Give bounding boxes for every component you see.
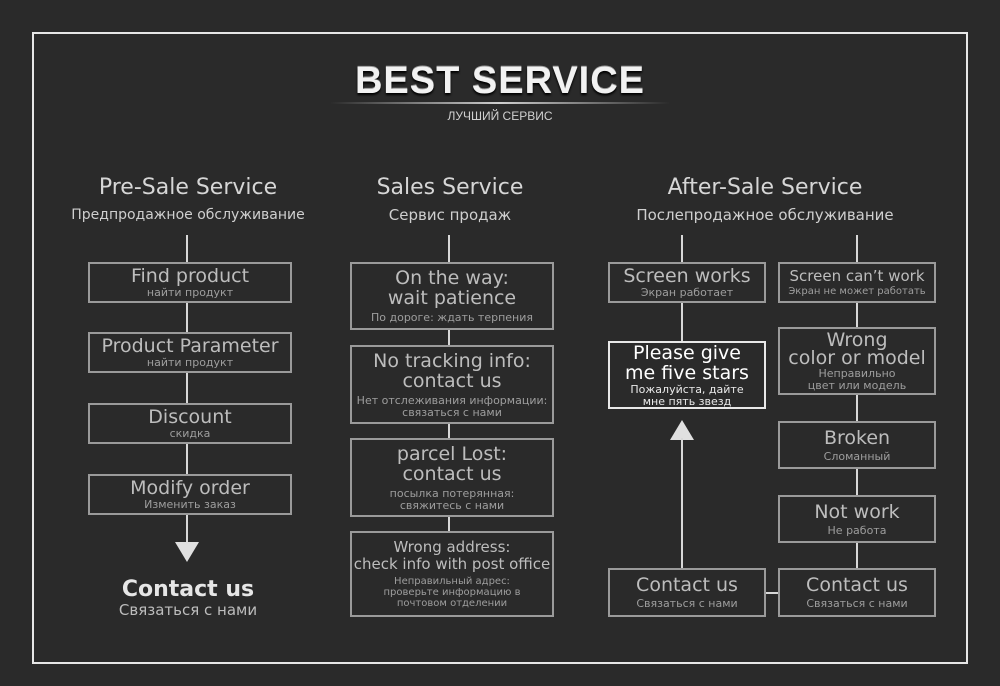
aftersale-right-contact-us: Contact us Связаться с нами	[778, 568, 936, 617]
aftersale-connector	[681, 303, 683, 342]
aftersale-five-stars: Please give me five stars Пожалуйста, да…	[608, 341, 766, 409]
aftersale-connector	[856, 303, 858, 328]
aftersale-connector	[856, 543, 858, 569]
presale-connector	[186, 373, 188, 404]
item-label: Contact us	[636, 574, 738, 596]
presale-step-find-product: Find product найти продукт	[88, 262, 292, 303]
item-label-ru: Неправильно цвет или модель	[807, 366, 907, 392]
presale-step-discount: Discount скидка	[88, 403, 292, 444]
sales-item-no-tracking: No tracking info: contact us Нет отслежи…	[350, 345, 554, 424]
outer-frame	[32, 32, 968, 664]
aftersale-wrong-color: Wrong color or model Неправильно цвет ил…	[778, 327, 936, 395]
item-label: No tracking info: contact us	[373, 349, 531, 392]
aftersale-subtitle: Послепродажное обслуживание	[636, 206, 894, 224]
presale-step-product-parameter: Product Parameter найти продукт	[88, 332, 292, 373]
main-subtitle: ЛУЧШИЙ СЕРВИС	[447, 109, 553, 123]
item-label: Please give me five stars	[625, 341, 749, 384]
aftersale-connector	[856, 469, 858, 496]
item-label-ru: Неправильный адрес: проверьте информацию…	[383, 576, 521, 609]
item-label: Screen can’t work	[789, 267, 925, 285]
aftersale-not-work: Not work Не работа	[778, 495, 936, 543]
aftersale-broken: Broken Сломанный	[778, 421, 936, 469]
item-label: On the way: wait patience	[387, 267, 517, 309]
presale-connector	[186, 235, 188, 263]
sales-connector	[448, 330, 450, 346]
item-label: Wrong address: check info with post offi…	[353, 538, 551, 573]
item-label-ru: По дороге: ждать терпения	[370, 311, 533, 324]
presale-connector	[186, 515, 188, 542]
sales-connector	[448, 235, 450, 263]
presale-contact-us: Contact us	[121, 577, 255, 602]
sales-subtitle: Сервис продаж	[388, 206, 512, 224]
item-label-ru: Связаться с нами	[806, 597, 908, 610]
item-label: Not work	[814, 500, 900, 523]
step-label: Modify order	[130, 477, 250, 499]
presale-subtitle: Предпродажное обслуживание	[71, 207, 305, 223]
aftersale-title: After-Sale Service	[667, 175, 863, 200]
sales-item-wrong-address: Wrong address: check info with post offi…	[350, 531, 554, 617]
aftersale-connector	[681, 235, 683, 263]
main-title: BEST SERVICE	[354, 60, 646, 102]
presale-connector	[186, 303, 188, 333]
item-label-ru: Сломанный	[823, 449, 891, 463]
sales-title: Sales Service	[376, 175, 524, 200]
sales-item-parcel-lost: parcel Lost: contact us посылка потерянн…	[350, 438, 554, 517]
arrow-down-icon	[175, 542, 199, 562]
title-underline	[330, 102, 670, 104]
arrow-up-icon	[670, 420, 694, 440]
item-label-ru: Пожалуйста, дайте мне пять звезд	[630, 382, 744, 408]
item-label-ru: Связаться с нами	[636, 597, 738, 610]
sales-connector	[448, 517, 450, 532]
item-label-ru: Не работа	[827, 523, 887, 537]
item-label: Contact us	[806, 574, 908, 596]
presale-step-modify-order: Modify order Изменить заказ	[88, 474, 292, 515]
aftersale-screen-cant-work: Screen can’t work Экран не может работат…	[778, 262, 936, 303]
aftersale-connector	[856, 235, 858, 263]
aftersale-screen-works: Screen works Экран работает	[608, 262, 766, 303]
step-label: Find product	[130, 265, 250, 287]
presale-contact-us-ru: Связаться с нами	[118, 601, 258, 619]
aftersale-left-contact-us: Contact us Связаться с нами	[608, 568, 766, 617]
step-label: Discount	[148, 406, 232, 428]
aftersale-connector	[766, 592, 778, 594]
item-label-ru: Экран работает	[640, 286, 734, 299]
aftersale-connector	[681, 438, 683, 569]
step-label-ru: скидка	[169, 427, 211, 440]
item-label-ru: Экран не может работать	[788, 286, 926, 297]
item-label-ru: посылка потерянная: свяжитесь с нами	[389, 486, 515, 512]
item-label: Wrong color or model	[788, 328, 926, 369]
sales-item-on-the-way: On the way: wait patience По дороге: жда…	[350, 262, 554, 330]
sales-connector	[448, 424, 450, 439]
step-label-ru: найти продукт	[146, 356, 234, 369]
item-label: parcel Lost: contact us	[396, 442, 508, 485]
presale-title: Pre-Sale Service	[98, 175, 278, 200]
step-label-ru: Изменить заказ	[144, 498, 236, 511]
item-label-ru: Нет отслеживания информации: связаться с…	[356, 393, 548, 419]
step-label: Product Parameter	[101, 335, 279, 357]
item-label: Broken	[823, 426, 891, 449]
item-label: Screen works	[623, 265, 751, 287]
presale-connector	[186, 444, 188, 475]
aftersale-connector	[856, 395, 858, 422]
step-label-ru: найти продукт	[146, 286, 234, 299]
